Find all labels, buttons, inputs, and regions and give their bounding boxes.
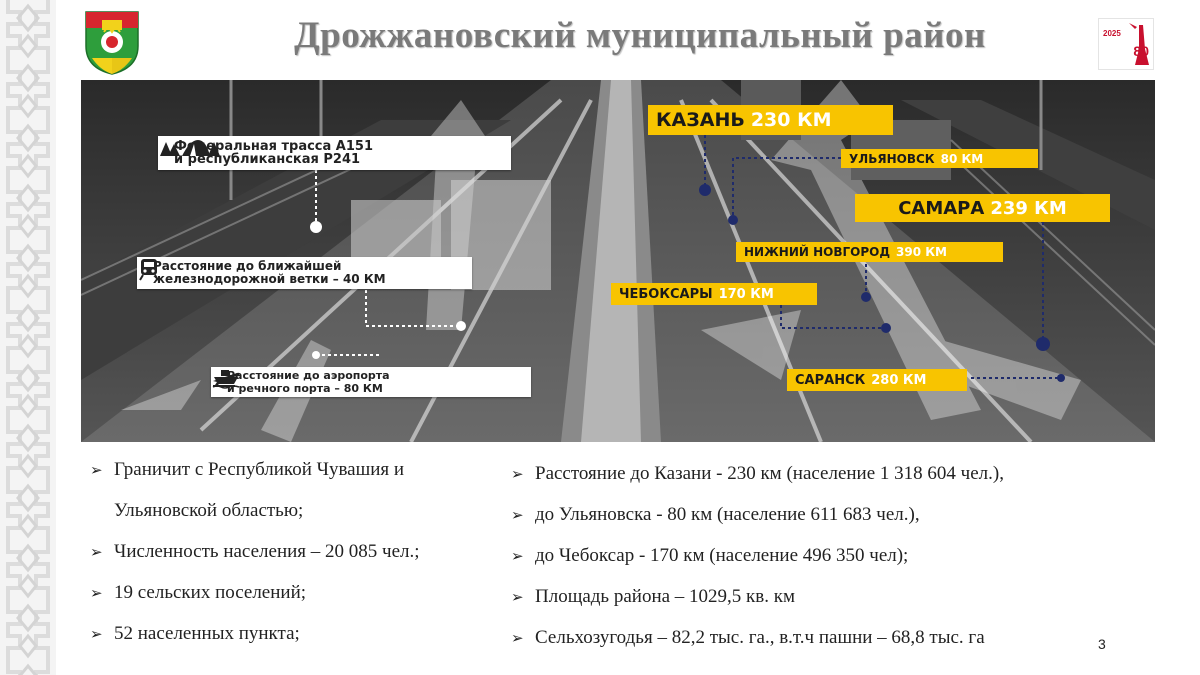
list-item-continuation: Ульяновской областью; xyxy=(114,500,304,521)
city-tag-saransk: САРАНСК 280 КМ xyxy=(787,369,967,391)
federal-highway-label-line1: Федеральная трасса А151 xyxy=(174,139,373,154)
list-item: ➢Численность населения – 20 085 чел.; xyxy=(90,541,420,562)
city-distance: 80 КМ xyxy=(940,151,984,166)
city-name: УЛЬЯНОВСК xyxy=(849,151,935,166)
city-distance: 390 КМ xyxy=(896,245,947,259)
bullet-arrow-icon: ➢ xyxy=(90,625,103,643)
distances-list: ➢Расстояние до Казани - 230 км (населени… xyxy=(507,462,1107,650)
list-item: ➢ до Ульяновска - 80 км (население 611 6… xyxy=(511,504,920,525)
page-number: 3 xyxy=(1098,636,1106,652)
victory-logo-number: 80 xyxy=(1133,43,1149,59)
federal-highway-label: Федеральная трасса А151 и республиканска… xyxy=(158,136,511,170)
district-facts-list: ➢Граничит с Республикой Чувашия и Ульяно… xyxy=(86,458,486,646)
list-item: ➢Расстояние до Казани - 230 км (населени… xyxy=(511,463,1004,484)
airport-port-line1: Расстояние до аэропорта xyxy=(227,369,390,382)
list-item: ➢52 населенных пункта; xyxy=(90,623,300,644)
bullet-arrow-icon: ➢ xyxy=(511,465,524,483)
airport-port-line2: и речного порта – 80 КМ xyxy=(227,382,383,395)
city-name: ЧЕБОКСАРЫ xyxy=(619,286,713,302)
railway-distance-label: Расстояние до ближайшей железнодорожной … xyxy=(137,257,472,289)
bullet-arrow-icon: ➢ xyxy=(511,629,524,647)
slide-title: Дрожжановский муниципальный район xyxy=(294,15,986,56)
city-distance: 239 КМ xyxy=(990,197,1067,219)
highway-infographic: Федеральная трасса А151 и республиканска… xyxy=(81,80,1155,442)
list-item: ➢Граничит с Республикой Чувашия и xyxy=(90,459,405,480)
bullet-arrow-icon: ➢ xyxy=(90,543,103,561)
list-item: ➢19 сельских поселений; xyxy=(90,582,307,603)
federal-highway-label-line2: и республиканская Р241 xyxy=(174,152,361,167)
city-name: САМАРА xyxy=(898,197,985,219)
city-tag-nizhny-novgorod: НИЖНИЙ НОВГОРОД 390 КМ xyxy=(736,242,1003,262)
airport-port-distance-label: Расстояние до аэропорта и речного порта … xyxy=(211,367,531,397)
city-distance: 170 КМ xyxy=(718,286,774,302)
victory-80-logo: 2025 80 xyxy=(1098,18,1154,70)
railway-distance-line2: железнодорожной ветки – 40 КМ xyxy=(153,272,386,286)
city-name: САРАНСК xyxy=(795,372,866,388)
district-coat-of-arms-icon xyxy=(82,10,142,76)
victory-logo-year: 2025 xyxy=(1103,29,1121,38)
bullet-arrow-icon: ➢ xyxy=(90,461,103,479)
city-name: НИЖНИЙ НОВГОРОД xyxy=(744,245,891,259)
city-tag-ulyanovsk: УЛЬЯНОВСК 80 КМ xyxy=(841,149,1038,168)
list-item: ➢Площадь района – 1029,5 кв. км xyxy=(511,586,796,607)
bullet-arrow-icon: ➢ xyxy=(90,584,103,602)
bullet-arrow-icon: ➢ xyxy=(511,506,524,524)
decorative-ornament-border xyxy=(0,0,56,675)
railway-distance-line1: Расстояние до ближайшей xyxy=(153,259,342,273)
city-distance: 230 КМ xyxy=(750,109,832,131)
bullet-arrow-icon: ➢ xyxy=(511,547,524,565)
city-distance: 280 КМ xyxy=(871,372,927,388)
list-item: ➢до Чебоксар - 170 км (население 496 350… xyxy=(511,545,909,566)
city-tag-cheboksary: ЧЕБОКСАРЫ 170 КМ xyxy=(611,283,817,305)
list-item: ➢Сельхозугодья – 82,2 тыс. га., в.т.ч па… xyxy=(511,627,985,648)
bullet-arrow-icon: ➢ xyxy=(511,588,524,606)
city-name: КАЗАНЬ xyxy=(656,109,745,131)
